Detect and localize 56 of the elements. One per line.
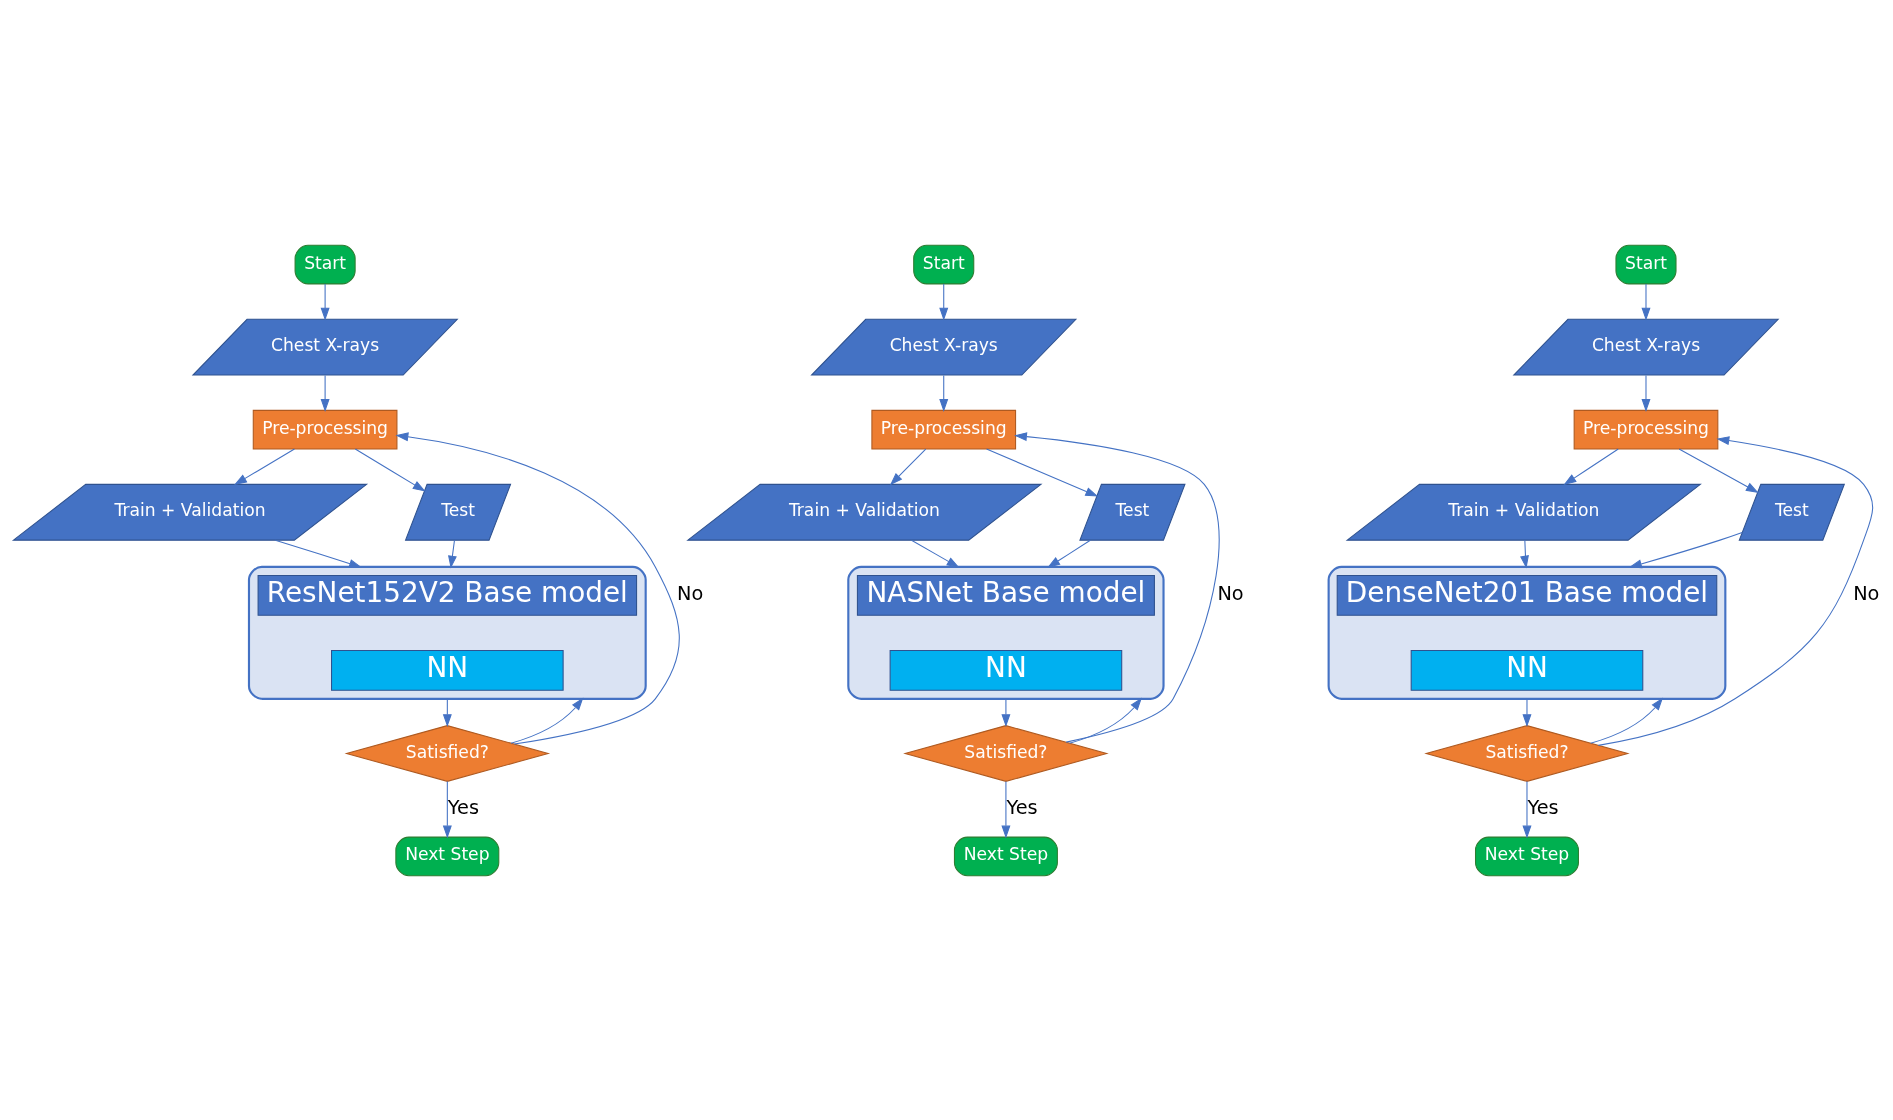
node-box: NN (889, 649, 1123, 691)
arrow (320, 374, 330, 412)
arrow (442, 780, 452, 838)
edge-label: Yes (1527, 795, 1559, 819)
arrow (1641, 374, 1651, 412)
arrow (1001, 697, 1011, 727)
node-box: ResNet152V2 Base model (257, 574, 638, 616)
arrow (986, 448, 1099, 497)
arrow (1069, 697, 1142, 744)
edge-label: Yes (1006, 795, 1038, 819)
arrow (1520, 539, 1529, 569)
edge-label: No (1853, 581, 1880, 605)
arrow (1563, 448, 1619, 485)
arrow (1014, 431, 1220, 743)
node-box: NN (331, 649, 564, 691)
arrow (1047, 539, 1091, 568)
node-box: Start (913, 244, 975, 284)
node-diamond: Satisfied? (344, 724, 551, 782)
node-box: Start (1615, 244, 1677, 284)
arrow (274, 539, 362, 568)
arrow (354, 448, 426, 492)
arrow (1597, 435, 1874, 746)
node-box: Next Step (953, 836, 1058, 876)
arrow (1678, 448, 1759, 493)
arrow (1522, 697, 1532, 727)
node-box: Start (294, 244, 356, 284)
arrow (939, 282, 949, 321)
node-box: NASNet Base model (856, 574, 1155, 616)
edge-label: No (1217, 581, 1244, 605)
arrow (395, 431, 680, 745)
node-box: Next Step (395, 836, 500, 876)
arrow (1629, 531, 1743, 568)
arrow (448, 539, 457, 569)
node-box: Next Step (1475, 836, 1579, 876)
node-box: Pre-processing (252, 409, 398, 450)
node-box: Pre-processing (1573, 409, 1719, 450)
cluster (1327, 565, 1727, 700)
node-diamond: Satisfied? (1424, 724, 1630, 782)
arrow (234, 448, 295, 485)
arrow (1001, 780, 1011, 838)
arrow (320, 282, 330, 321)
edge-label: Yes (447, 795, 479, 819)
arrow (911, 539, 960, 568)
arrow (1590, 697, 1664, 744)
cluster (247, 565, 647, 700)
arrow (889, 448, 927, 485)
node-box: DenseNet201 Base model (1336, 574, 1718, 616)
arrow (1641, 282, 1651, 321)
arrow (1522, 780, 1532, 838)
node-diamond: Satisfied? (903, 724, 1109, 782)
node-box: Pre-processing (871, 409, 1017, 450)
node-box: NN (1410, 649, 1644, 691)
arrow (939, 374, 949, 412)
arrow (510, 697, 584, 744)
edge-label: No (677, 581, 704, 605)
cluster (847, 565, 1165, 700)
